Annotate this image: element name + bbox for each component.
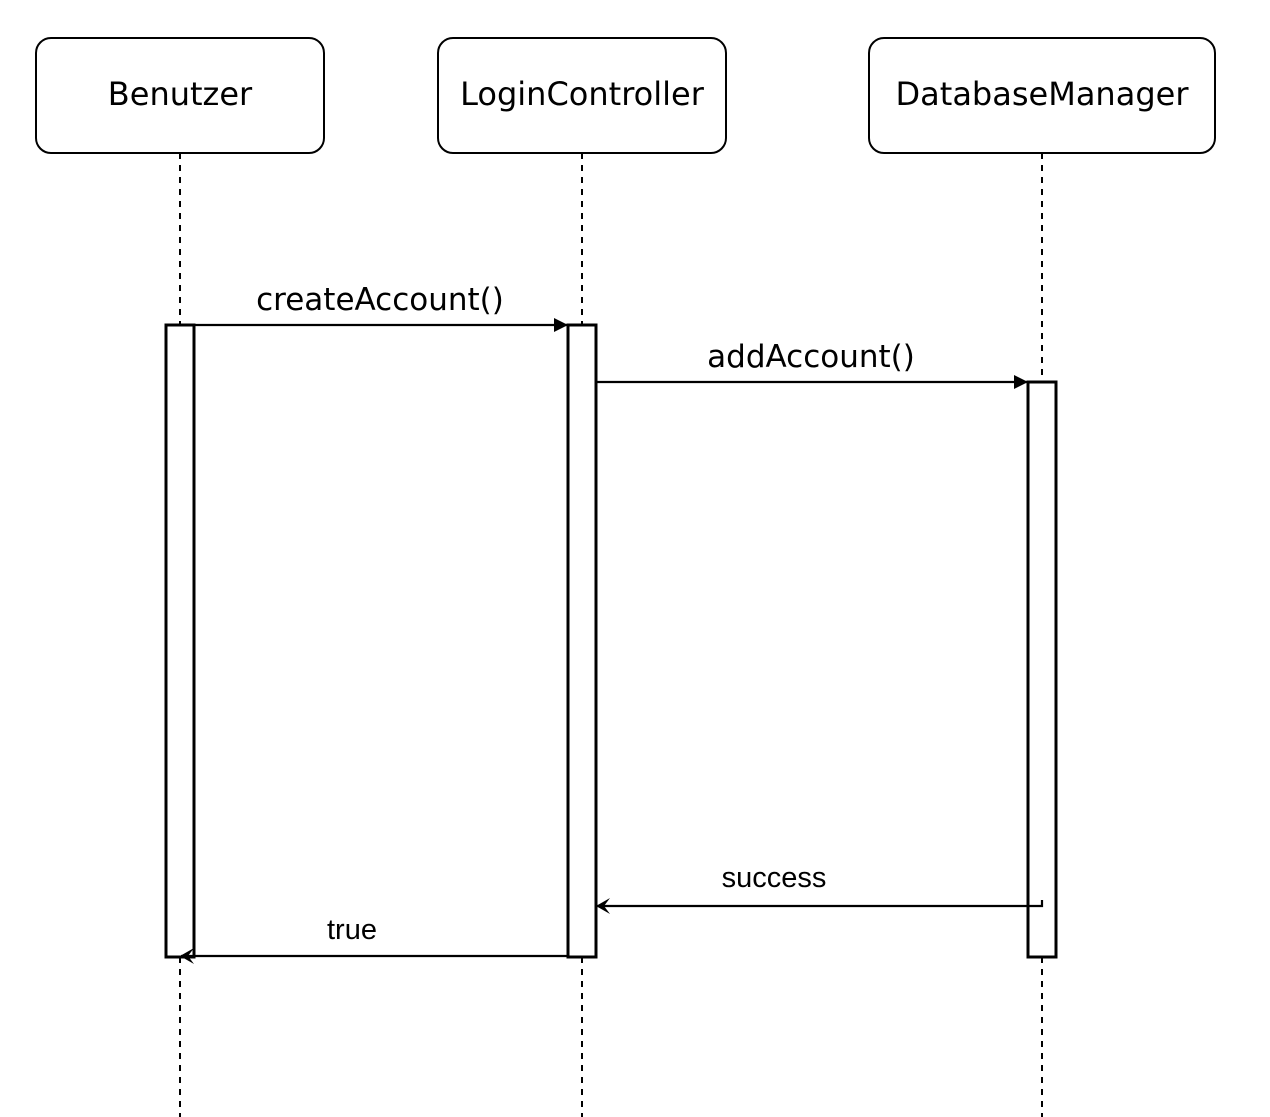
activation-bar-benutzer <box>164 323 196 959</box>
participant-box <box>437 37 727 154</box>
participant-box <box>35 37 325 154</box>
participant-label: LoginController <box>460 75 705 113</box>
message-add-account[interactable]: addAccount() <box>596 339 1028 389</box>
message-true[interactable]: true <box>180 914 568 964</box>
activation-bar-database-manager <box>1026 380 1058 959</box>
participant-database-manager[interactable]: DatabaseManager <box>868 37 1216 154</box>
message-create-account[interactable]: createAccount() <box>194 282 568 332</box>
message-label: addAccount() <box>707 339 915 375</box>
participant-login-controller[interactable]: LoginController <box>437 37 727 154</box>
message-label: success <box>722 862 827 894</box>
message-label: true <box>327 914 377 946</box>
message-arrow <box>596 898 1044 914</box>
participant-label: Benutzer <box>108 75 253 113</box>
message-label: createAccount() <box>256 282 504 318</box>
activation-bar-login-controller <box>566 323 598 959</box>
participant-box <box>868 37 1216 154</box>
message-success[interactable]: success <box>596 862 1044 914</box>
participant-benutzer[interactable]: Benutzer <box>35 37 325 154</box>
participant-label: DatabaseManager <box>896 75 1190 113</box>
